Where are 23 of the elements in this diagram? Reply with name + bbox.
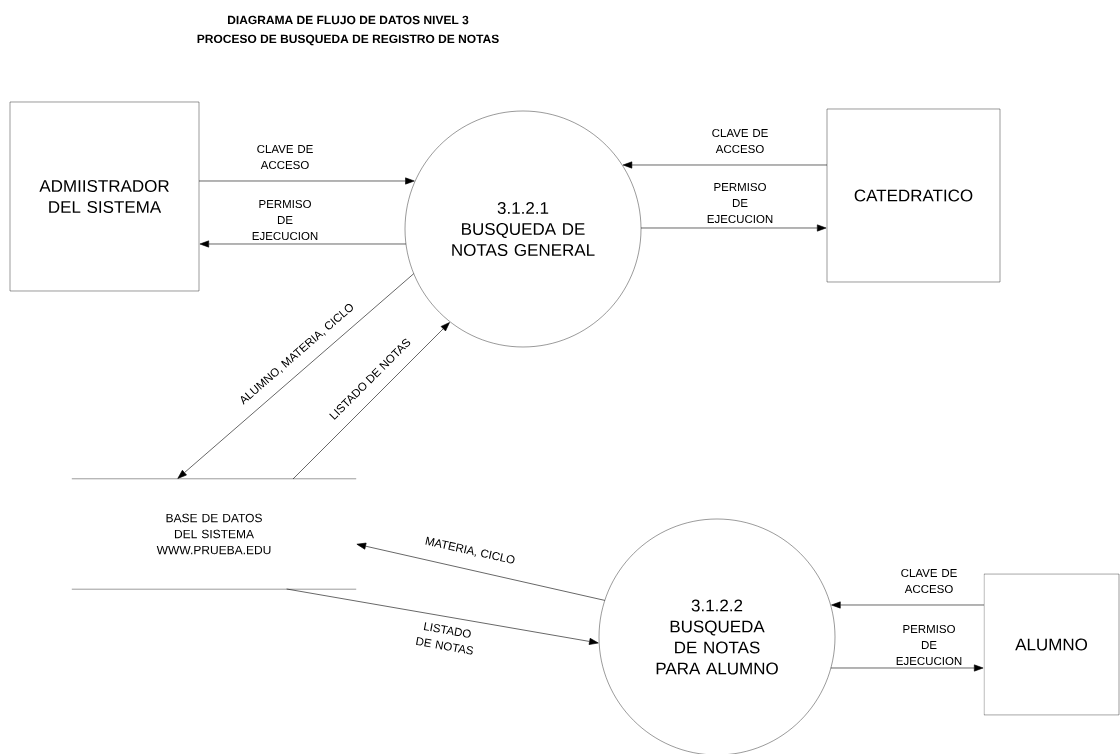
entity-box: ADMIISTRADOR DEL SISTEMA: [9, 101, 200, 292]
arrow: [831, 601, 985, 609]
arrow: [640, 224, 827, 232]
data-store: BASE DE DATOS DEL SISTEMA WWW.PRUEBA.EDU: [71, 478, 357, 590]
arrow: [286, 588, 599, 645]
edge-label: PERMISO DE EJECUCION: [252, 199, 318, 241]
subtitle: PROCESO DE BUSQUEDA DE REGISTRO DE NOTAS: [197, 34, 499, 46]
edge-label: CLAVE DE ACCESO: [901, 568, 957, 594]
arrow: [830, 664, 984, 672]
edge-label: LISTADO DE NOTAS: [416, 622, 474, 655]
title: DIAGRAMA DE FLUJO DE DATOS NIVEL 3: [228, 15, 469, 25]
edge-label: CLAVE DE ACCESO: [257, 144, 313, 170]
edge-label: PERMISO DE EJECUCION: [896, 624, 962, 666]
entity-box: CATEDRATICO: [826, 108, 1001, 283]
arrow: [356, 542, 606, 601]
arrow: [198, 177, 415, 185]
arrow: [199, 240, 407, 248]
arrow: [177, 273, 415, 479]
entity-box: ALUMNO: [983, 573, 1120, 716]
edge-label: CLAVE DE ACCESO: [712, 128, 768, 154]
arrow: [622, 161, 828, 169]
edge-label: PERMISO DE EJECUCION: [707, 182, 773, 224]
arrow: [292, 322, 450, 480]
